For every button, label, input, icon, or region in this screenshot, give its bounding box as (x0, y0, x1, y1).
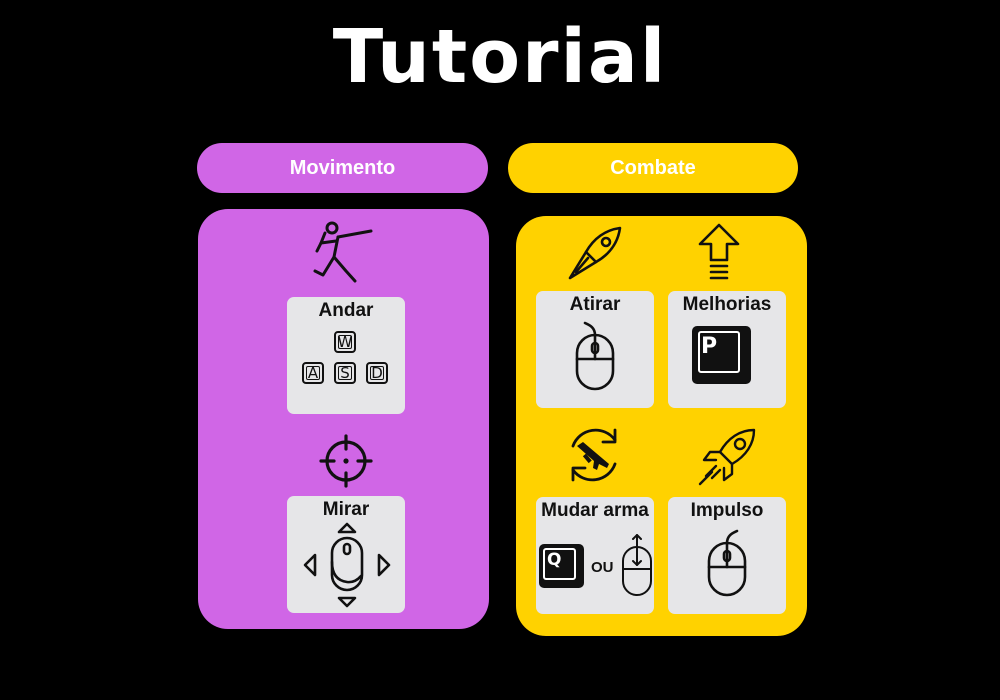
tab-combate[interactable]: Combate (508, 143, 798, 193)
mouse-right-click-icon (707, 529, 747, 597)
mouse-scroll-icon (622, 534, 652, 596)
key-d: D (366, 362, 388, 384)
atirar-card: Atirar (536, 291, 654, 408)
upgrade-arrow-icon (698, 223, 740, 280)
melhorias-card: Melhorias P (668, 291, 786, 408)
comet-icon (568, 226, 622, 280)
atirar-label: Atirar (569, 294, 621, 315)
mudar-arma-label: Mudar arma (541, 500, 649, 521)
movimento-panel: Andar W A S D Mirar (198, 209, 489, 629)
running-person-icon (313, 221, 373, 283)
impulso-label: Impulso (690, 500, 764, 521)
weapon-swap-icon (571, 428, 617, 482)
impulso-card: Impulso (668, 497, 786, 614)
andar-label: Andar (318, 300, 374, 321)
combate-panel: Atirar Melhorias P (516, 216, 807, 636)
key-p: P (692, 326, 751, 384)
crosshair-icon (319, 434, 373, 488)
mirar-card: Mirar (287, 496, 405, 613)
rocket-icon (698, 428, 756, 486)
key-w: W (334, 331, 356, 353)
key-q: Q (539, 544, 584, 588)
melhorias-label: Melhorias (682, 294, 772, 315)
mirar-label: Mirar (322, 499, 370, 520)
key-a: A (302, 362, 324, 384)
page-title: Tutorial (332, 14, 668, 100)
tab-movimento[interactable]: Movimento (197, 143, 488, 193)
mouse-move-arrows-icon (303, 522, 391, 608)
andar-card: Andar W A S D (287, 297, 405, 414)
or-text: OU (591, 559, 614, 576)
mouse-left-click-icon (575, 321, 615, 391)
mudar-arma-card: Mudar arma Q OU (536, 497, 654, 614)
key-s: S (334, 362, 356, 384)
